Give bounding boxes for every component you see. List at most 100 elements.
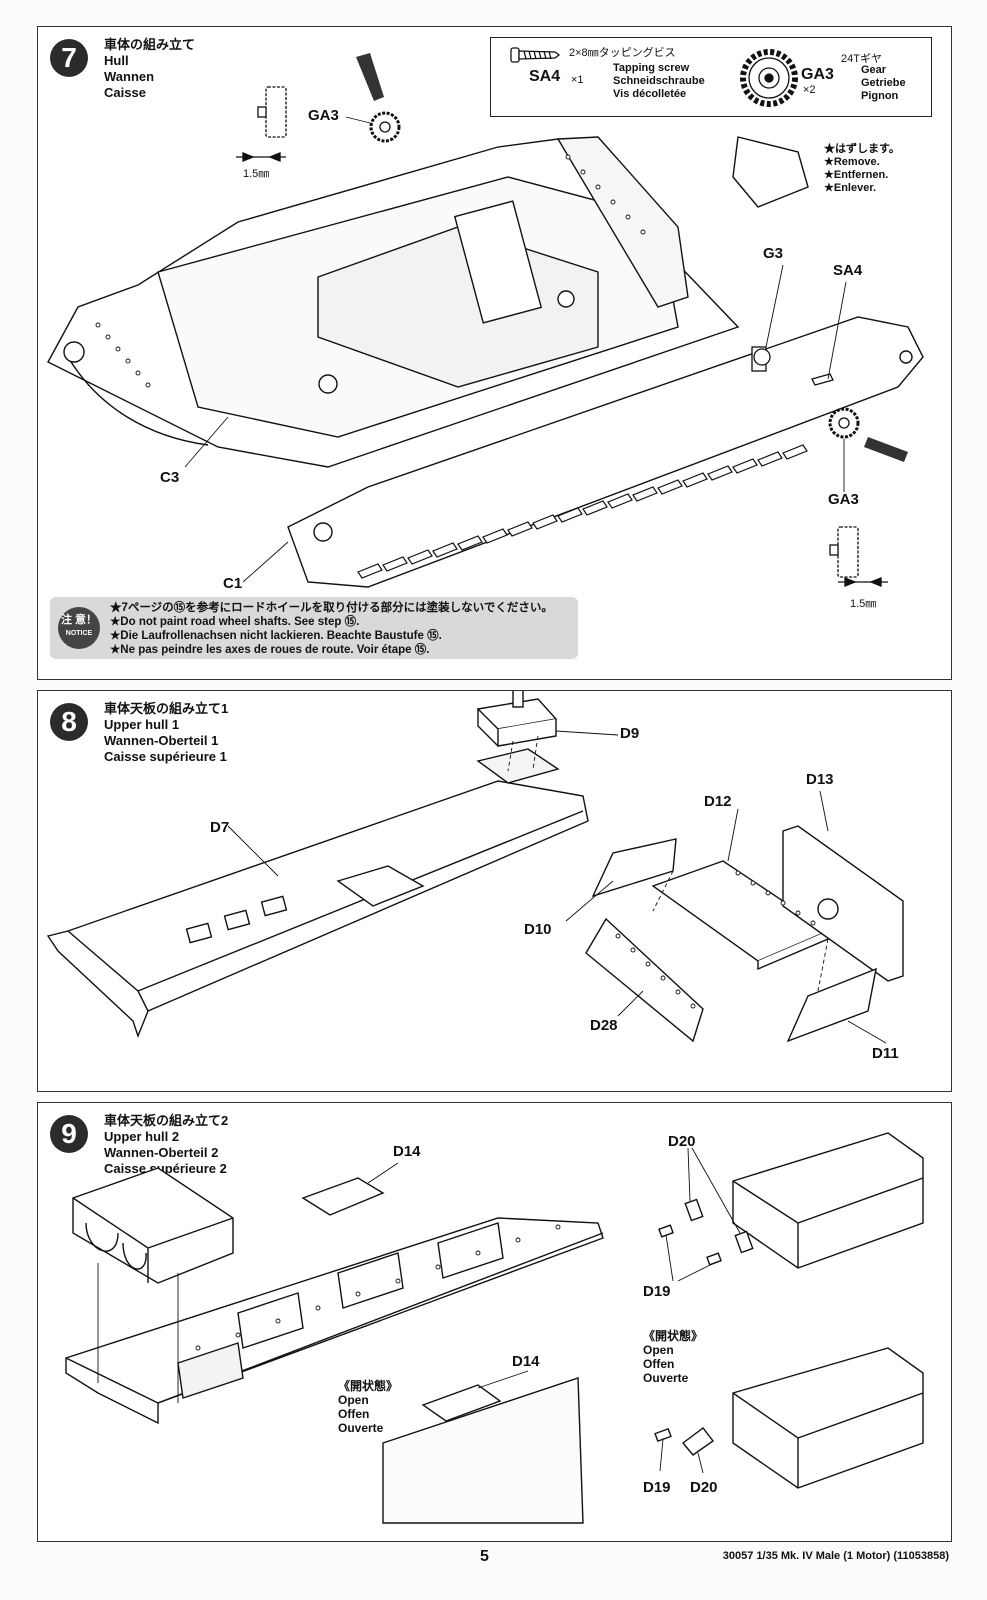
- notice-en: ★Do not paint road wheel shafts. See ste…: [110, 616, 360, 628]
- step-title: 車体天板の組み立て1 Upper hull 1 Wannen-Oberteil …: [104, 701, 228, 765]
- label-d10: D10: [524, 921, 552, 938]
- gear-de: Getriebe: [861, 77, 906, 89]
- remove-ja: ★はずします。: [824, 143, 900, 155]
- page-number: 5: [480, 1548, 489, 1565]
- hull-right-side: [287, 316, 924, 588]
- part-d11: [786, 967, 877, 1043]
- part-d19-b: [706, 1252, 722, 1266]
- notice-de: ★Die Laufrollenachsen nicht lackieren. B…: [110, 630, 442, 642]
- part-d13: [782, 825, 904, 982]
- label-d19-top: D19: [643, 1283, 671, 1300]
- label-d14-top: D14: [393, 1143, 421, 1160]
- screw-en: Tapping screw: [613, 62, 690, 74]
- label-ga3-top: GA3: [308, 107, 339, 124]
- part-d28: [585, 917, 704, 1043]
- notice-badge-ja: 注 意！: [60, 614, 98, 626]
- open-en: Open: [338, 1393, 369, 1407]
- title-ja: 車体天板の組み立て1: [104, 701, 229, 716]
- leader-lines: [184, 116, 847, 583]
- part-d19-open: [654, 1427, 672, 1443]
- leader-lines: [227, 730, 887, 1044]
- label-d13: D13: [806, 771, 834, 788]
- road-wheel-shafts: [357, 444, 808, 579]
- gear-code: GA3: [801, 66, 834, 83]
- step-title: 車体の組み立て Hull Wannen Caisse: [104, 37, 195, 101]
- open-de: Offen: [643, 1357, 675, 1371]
- screw-qty: ×1: [571, 74, 584, 86]
- label-d20-top: D20: [668, 1133, 696, 1150]
- dim-top: 1.5㎜: [243, 168, 270, 180]
- parts-legend: 2×8㎜タッピングビス SA4 ×1 Tapping screw Schneid…: [490, 37, 932, 117]
- notice-box: 注 意！ NOTICE ★7ページの⑮を参考にロードホイールを取り付ける部分には…: [50, 597, 578, 659]
- title-de: Wannen: [104, 69, 155, 84]
- part-d20-a: [684, 1198, 704, 1222]
- part-d20-open: [681, 1427, 715, 1456]
- remove-de: ★Entfernen.: [824, 169, 889, 181]
- hull-assembly-drawing: [47, 53, 924, 588]
- title-ja: 車体の組み立て: [104, 37, 196, 52]
- part-d7: [46, 780, 589, 1039]
- gear-detail-top: [236, 86, 401, 162]
- title-en: Upper hull 2: [104, 1129, 180, 1144]
- screwdriver-icon-top: [356, 53, 384, 101]
- title-fr: Caisse: [104, 85, 146, 100]
- step-9-panel: 9 車体天板の組み立て2 Upper hull 2 Wannen-Obertei…: [37, 1102, 952, 1542]
- title-en: Upper hull 1: [104, 717, 180, 732]
- upper-hull-1-drawing: [46, 691, 904, 1044]
- gear-detail-right: [751, 346, 888, 587]
- screw-size: 2×8㎜タッピングビス: [569, 47, 676, 59]
- gear-icon: [740, 49, 798, 107]
- title-ja: 車体天板の組み立て2: [104, 1113, 229, 1128]
- screw-icon: [510, 47, 798, 107]
- label-g3: G3: [763, 245, 784, 262]
- part-d10: [591, 838, 677, 898]
- title-fr: Caisse supérieure 1: [104, 749, 227, 764]
- gear-size: 24Tギヤ: [841, 53, 882, 65]
- label-d14-bottom: D14: [512, 1353, 540, 1370]
- part-sponson-box: [72, 1167, 234, 1284]
- open-ja: 《開状態》: [338, 1379, 399, 1393]
- label-d19-bottom: D19: [643, 1479, 671, 1496]
- title-en: Hull: [104, 53, 129, 68]
- label-c1: C1: [223, 575, 243, 592]
- notice-badge-en: NOTICE: [65, 630, 93, 637]
- notice-text: ★7ページの⑮を参考にロードホイールを取り付ける部分には塗装しないでください。 …: [110, 601, 553, 657]
- title-de: Wannen-Oberteil 2: [104, 1145, 219, 1160]
- open-en: Open: [643, 1343, 674, 1357]
- gear-fr: Pignon: [861, 90, 899, 102]
- gear-qty: ×2: [803, 84, 816, 96]
- label-d20-bottom: D20: [690, 1479, 718, 1496]
- label-c3: C3: [160, 469, 180, 486]
- screw-fr: Vis décolletée: [613, 88, 687, 100]
- label-d7: D7: [210, 819, 230, 836]
- step-number-badge: 9: [50, 1115, 88, 1153]
- open-state-left: 《開状態》 Open Offen Ouverte: [338, 1379, 398, 1435]
- label-ga3-bottom: GA3: [828, 491, 859, 508]
- open-fr: Ouverte: [338, 1421, 384, 1435]
- screw-de: Schneidschraube: [613, 75, 705, 87]
- step-number-badge: 7: [50, 39, 88, 77]
- leader-lines: [97, 1147, 741, 1474]
- part-d20-b: [734, 1230, 754, 1254]
- label-sa4: SA4: [833, 262, 863, 279]
- part-d14-top: [301, 1177, 385, 1216]
- label-d9: D9: [620, 725, 640, 742]
- label-d11: D11: [872, 1045, 899, 1062]
- open-ja: 《開状態》: [643, 1329, 704, 1343]
- step-8-panel: 8 車体天板の組み立て1 Upper hull 1 Wannen-Obertei…: [37, 690, 952, 1092]
- screwdriver-icon-right: [864, 437, 908, 462]
- step-7-panel: 7 車体の組み立て Hull Wannen Caisse 2×8㎜タッピングビス…: [37, 26, 952, 680]
- remove-note: ★はずします。 ★Remove. ★Entfernen. ★Enlever.: [824, 143, 900, 195]
- title-de: Wannen-Oberteil 1: [104, 733, 219, 748]
- dim-bottom: 1.5㎜: [850, 598, 877, 610]
- notice-ja: ★7ページの⑮を参考にロードホイールを取り付ける部分には塗装しないでください。: [110, 602, 553, 614]
- notice-fr: ★Ne pas peindre les axes de roues de rou…: [110, 644, 430, 656]
- screw-code: SA4: [529, 68, 561, 85]
- remove-en: ★Remove.: [824, 156, 880, 168]
- product-code: 30057 1/35 Mk. IV Male (1 Motor) (110538…: [722, 1550, 949, 1562]
- part-d19-a: [658, 1224, 674, 1238]
- label-d12: D12: [704, 793, 732, 810]
- label-d28: D28: [590, 1017, 618, 1034]
- open-de: Offen: [338, 1407, 370, 1421]
- open-fr: Ouverte: [643, 1371, 689, 1385]
